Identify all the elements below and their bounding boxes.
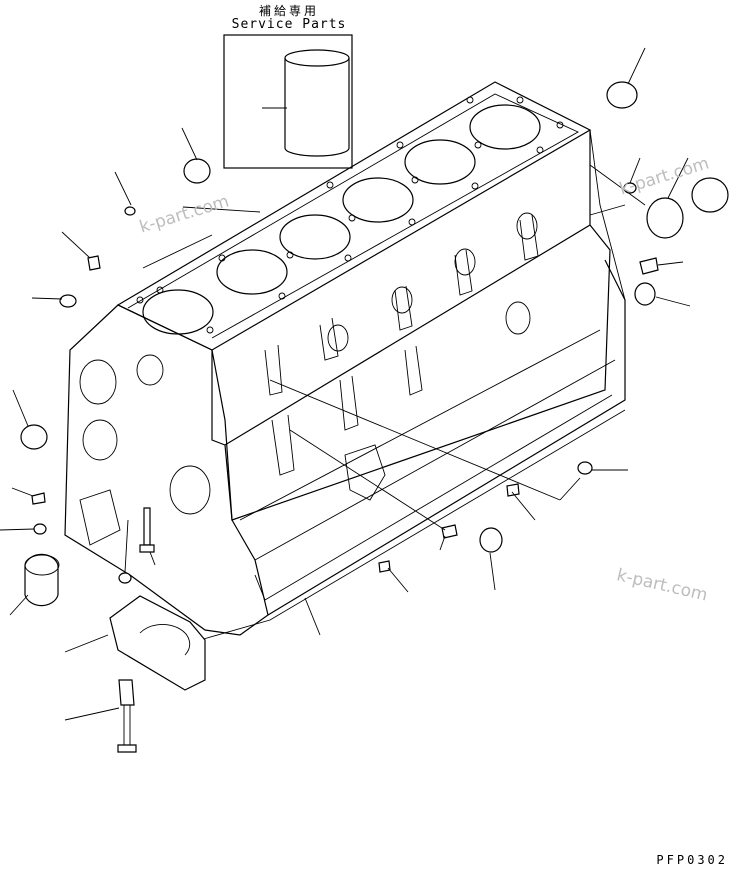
cylinder-bore-2 bbox=[216, 249, 288, 295]
cylinder-bore-3 bbox=[279, 214, 351, 260]
cylinder-bore-4 bbox=[342, 177, 414, 223]
service-parts-title-jp: 補給専用 bbox=[258, 4, 319, 18]
freeze-plug bbox=[24, 553, 59, 607]
block-side-lower bbox=[267, 259, 626, 616]
left-plugs bbox=[20, 255, 101, 607]
plug-cap bbox=[606, 81, 638, 109]
cylinder-liner bbox=[284, 58, 350, 157]
leader-lines bbox=[0, 47, 691, 721]
bearing-cap-bolt bbox=[118, 679, 135, 706]
plug-cap bbox=[646, 197, 684, 239]
service-parts-title: Service Parts bbox=[231, 17, 347, 32]
main-bearing-cap bbox=[109, 507, 206, 753]
block-front-face bbox=[64, 304, 269, 636]
cylinder-block bbox=[64, 81, 626, 641]
cylinder-bore-5 bbox=[404, 139, 476, 185]
service-parts-box bbox=[223, 34, 353, 169]
expansion-plugs bbox=[124, 81, 729, 553]
oil-cooler-mount bbox=[344, 444, 386, 501]
cylinder-bore-1 bbox=[142, 289, 214, 335]
plug-cap bbox=[691, 177, 729, 213]
diagram-code: PFP0302 bbox=[656, 853, 728, 867]
cylinder-bore-6 bbox=[469, 104, 541, 150]
